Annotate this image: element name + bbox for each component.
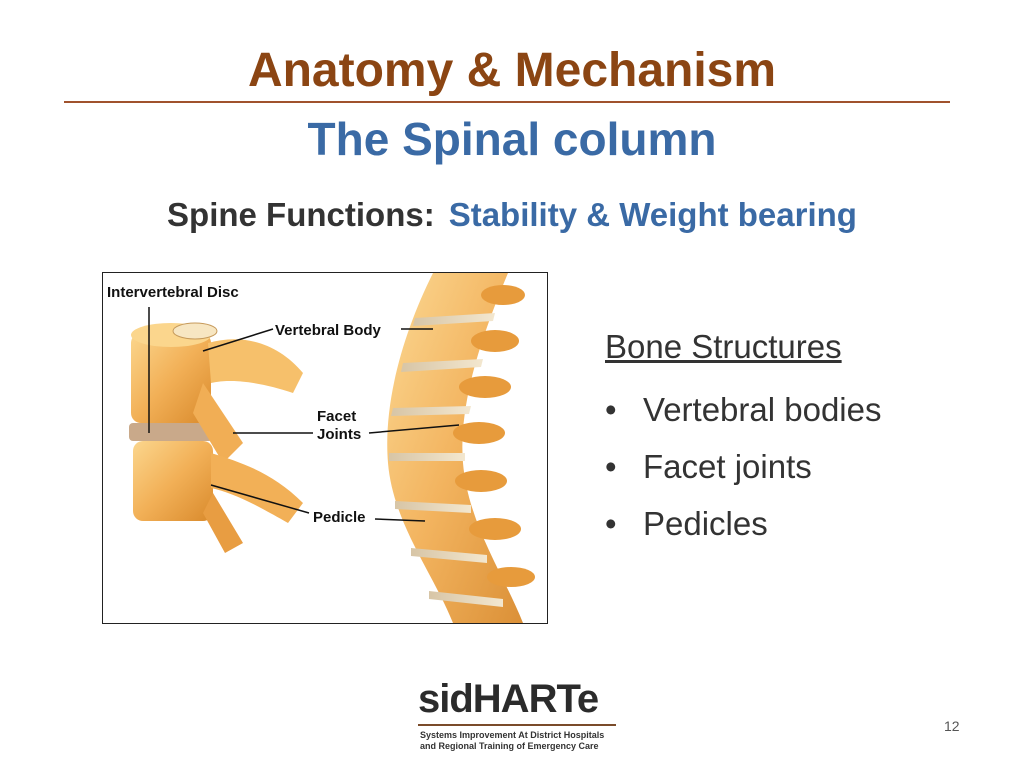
bone-structures-list: Bone Structures • Vertebral bodies • Facet… <box>605 325 1005 552</box>
functions-value: Stability & Weight bearing <box>448 196 857 233</box>
list-item-label: Vertebral bodies <box>643 391 882 428</box>
logo-tagline: Systems Improvement At District Hospital… <box>420 730 604 752</box>
list-item: • Facet joints <box>605 438 1005 495</box>
slide-title: Anatomy & Mechanism <box>247 44 777 97</box>
label-pedicle: Pedicle <box>313 509 366 526</box>
list-item-label: Facet joints <box>643 448 812 485</box>
list-item: • Pedicles <box>605 495 1005 552</box>
bullet-icon: • <box>605 448 617 485</box>
logo-tagline-line1: Systems Improvement At District Hospital… <box>420 730 605 740</box>
bone-structures-heading: Bone Structures <box>605 328 842 365</box>
label-intervertebral-disc: Intervertebral Disc <box>107 284 239 301</box>
label-joints: Joints <box>317 426 361 443</box>
sidharte-logo: sidHARTe Systems Improvement At District… <box>418 672 618 754</box>
label-vertebral-body: Vertebral Body <box>275 322 382 339</box>
bullet-icon: • <box>605 391 617 428</box>
label-facet: Facet <box>317 408 356 425</box>
logo-wordmark: sidHARTe <box>418 677 599 721</box>
spine-anatomy-figure: Intervertebral Disc Vertebral Body Facet… <box>102 272 548 624</box>
functions-label: Spine Functions: <box>167 196 435 233</box>
label-leader-lines <box>148 307 460 522</box>
logo-tagline-line2: and Regional Training of Emergency Care <box>420 741 599 751</box>
logo-underline <box>418 724 616 726</box>
slide-subtitle: The Spinal column <box>307 113 717 165</box>
bullet-icon: • <box>605 505 617 542</box>
spine-functions: Spine Functions: Stability & Weight beari… <box>0 193 1024 237</box>
spine-illustration: Intervertebral Disc Vertebral Body Facet… <box>107 273 535 623</box>
list-item-label: Pedicles <box>643 505 768 542</box>
page-number: 12 <box>944 718 960 734</box>
vertebra-closeup-drawing <box>129 322 303 553</box>
spinal-column-drawing <box>387 273 535 623</box>
list-item: • Vertebral bodies <box>605 381 1005 438</box>
title-divider <box>64 101 950 103</box>
